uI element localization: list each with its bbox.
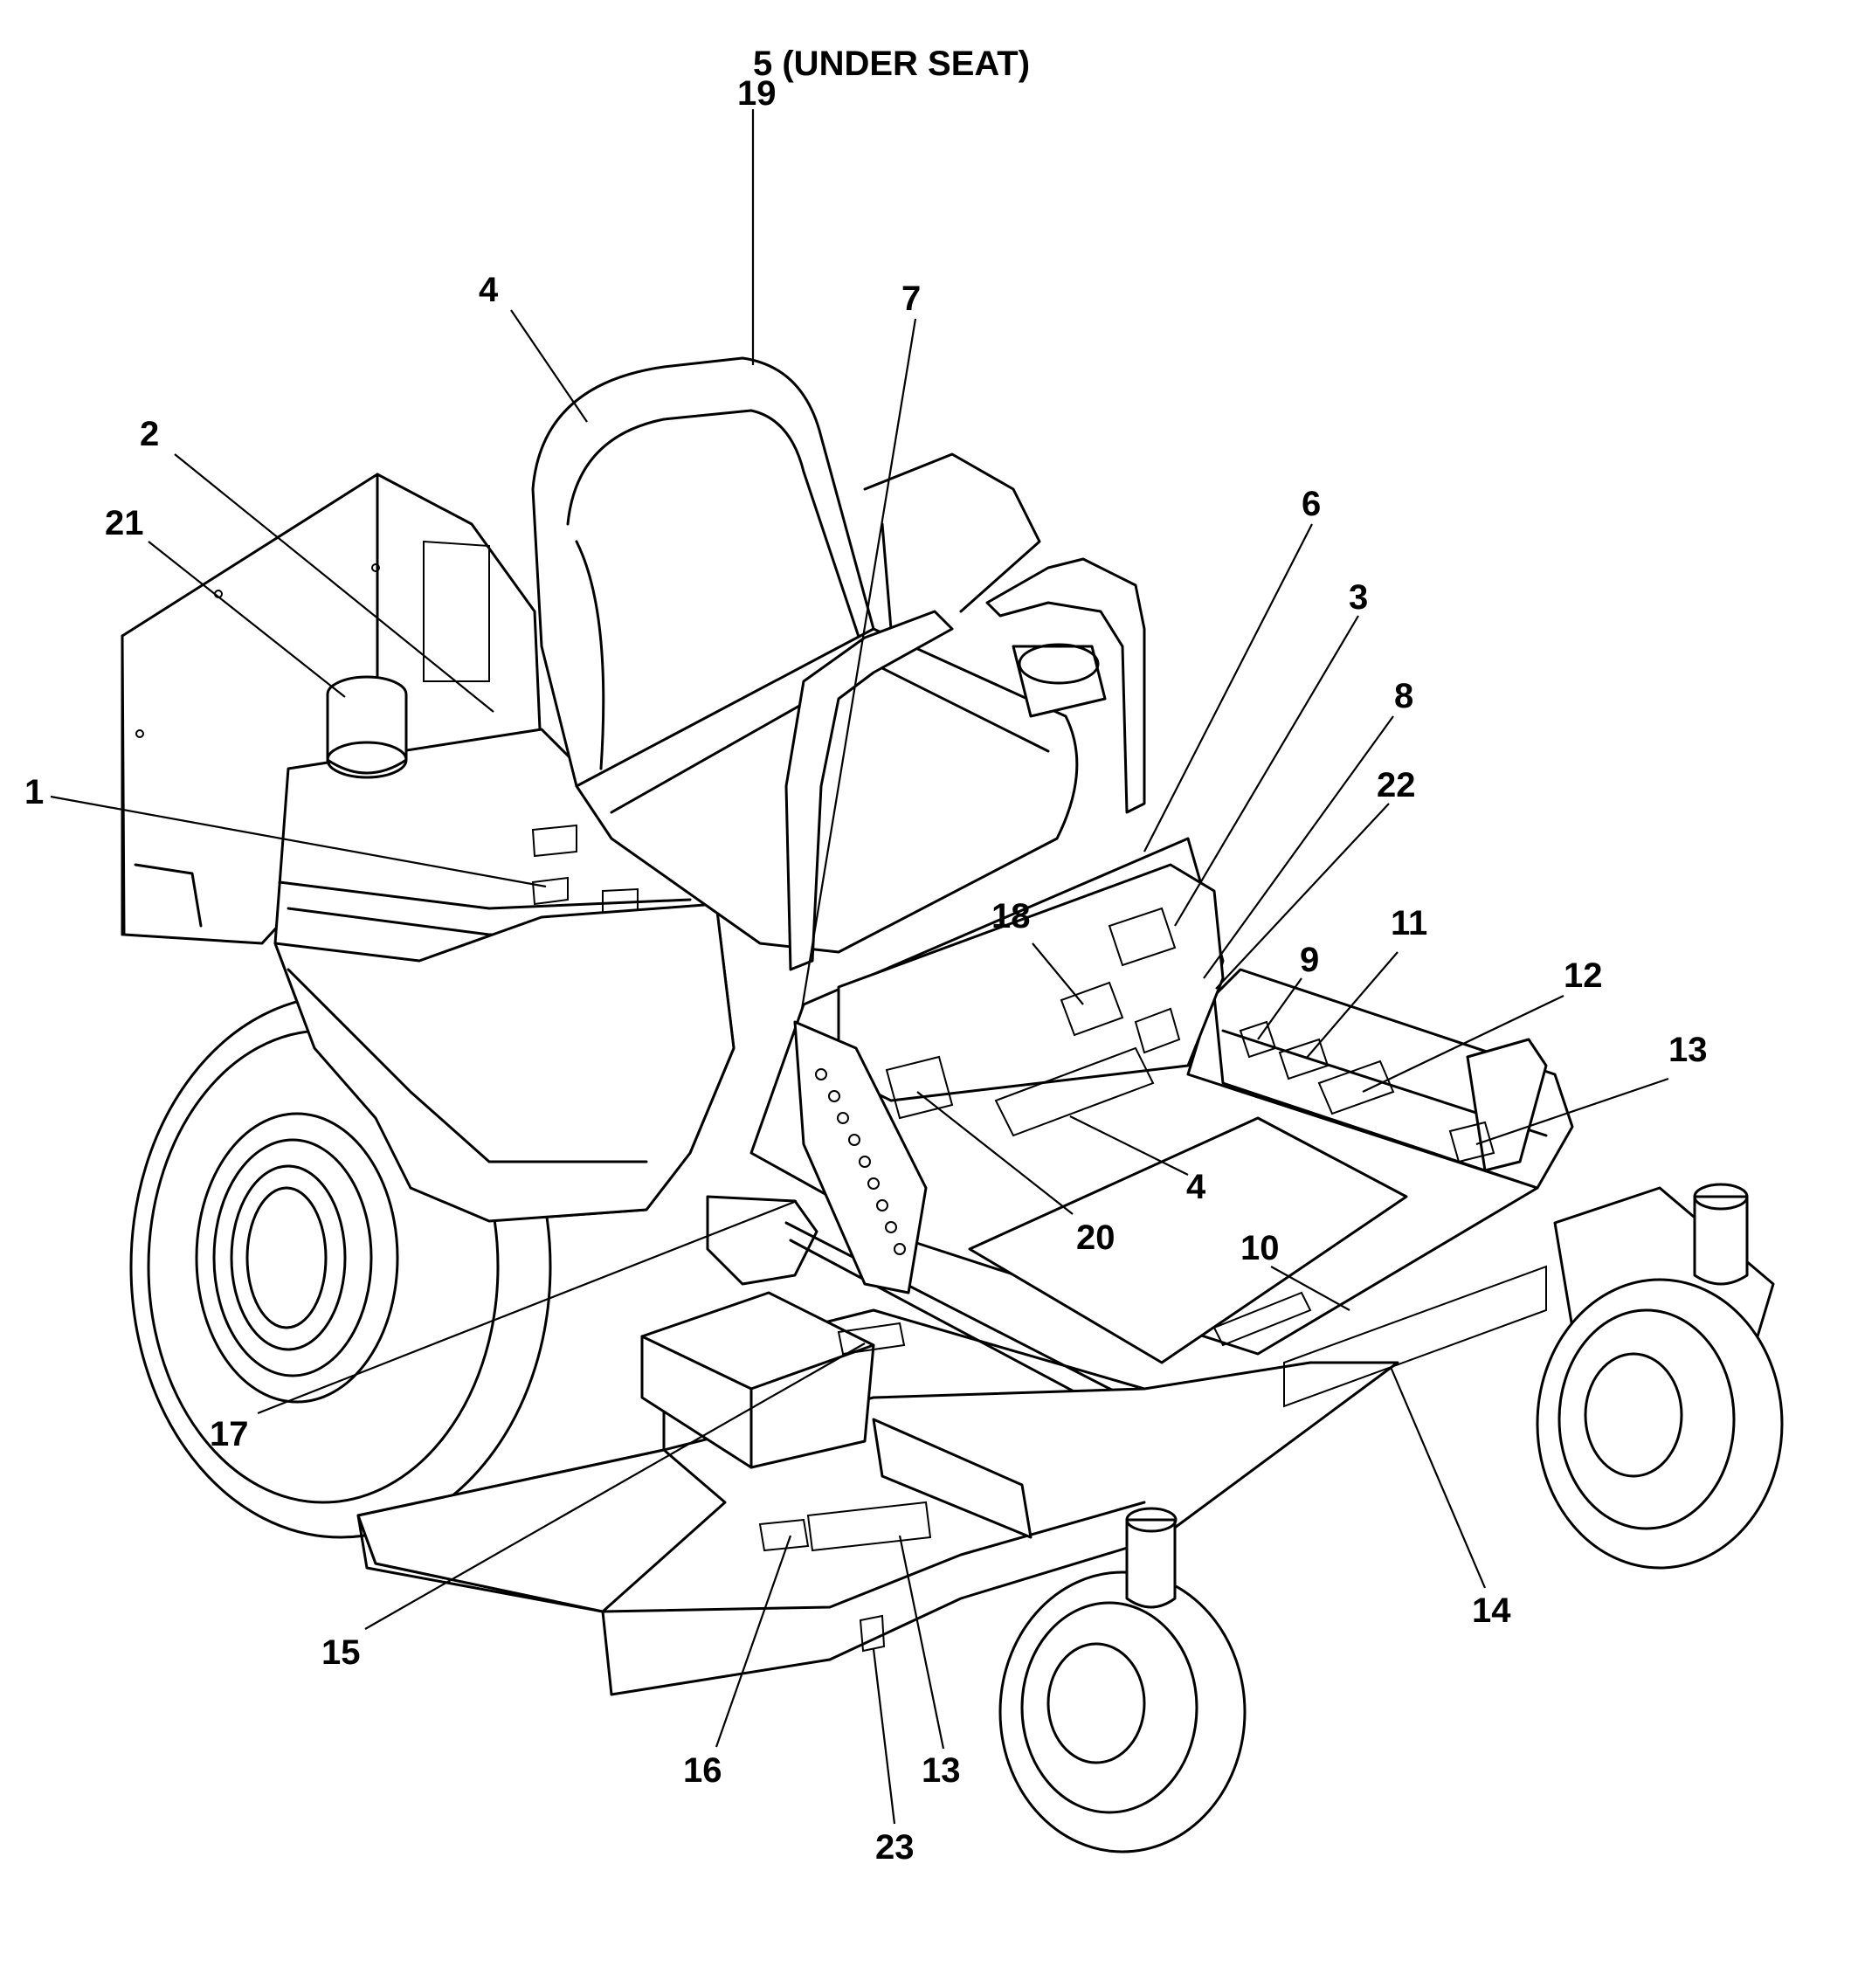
decal-23: [859, 1614, 886, 1653]
callout-11: 11: [1391, 904, 1427, 942]
callout-17: 17: [210, 1415, 249, 1453]
callout-2: 2: [140, 415, 159, 453]
leader-2: [174, 453, 494, 713]
callout-14: 14: [1472, 1591, 1511, 1630]
decal-13-right: [1448, 1121, 1495, 1163]
leader-17: [257, 1199, 798, 1415]
leader-23: [872, 1648, 896, 1825]
callout-3: 3: [1349, 578, 1368, 617]
callout-6: 6: [1302, 485, 1321, 523]
decal-22: [1134, 1007, 1181, 1054]
decal-1: [531, 876, 569, 906]
leader-18: [1032, 942, 1084, 1005]
deck-belt-cover: [640, 1291, 875, 1469]
leader-10: [1270, 1266, 1350, 1311]
leader-1: [50, 795, 547, 888]
callout-21: 21: [105, 504, 144, 542]
callout-labels: 5 (UNDER SEAT) 19 4 7 2 21 1 6 3 8 22 18…: [24, 45, 1708, 1867]
callout-8: 8: [1394, 677, 1413, 715]
decal-14: [1283, 1265, 1547, 1408]
callout-4-seat: 4: [479, 271, 499, 309]
right-front-wheel: [1536, 1278, 1784, 1570]
leader-9: [1257, 977, 1302, 1040]
callout-15: 15: [321, 1633, 361, 1672]
seat-cushion: [575, 627, 1079, 954]
discharge-chute: [356, 1448, 727, 1613]
callout-under-seat: 5 (UNDER SEAT): [753, 45, 1030, 83]
left-front-wheel: [998, 1570, 1247, 1853]
leader-14: [1389, 1366, 1487, 1589]
leader-12: [1362, 995, 1564, 1093]
callout-19: 19: [737, 74, 777, 113]
leader-16: [715, 1535, 792, 1748]
callout-7: 7: [901, 280, 921, 318]
leader-4-deck: [1069, 1115, 1189, 1176]
leader-13-right: [1475, 1077, 1669, 1146]
decal-13-front: [806, 1501, 932, 1552]
callout-18: 18: [991, 897, 1031, 935]
leader-6: [1143, 523, 1313, 852]
leader-22: [1215, 803, 1390, 990]
callout-23: 23: [875, 1828, 915, 1867]
decals: [531, 876, 1547, 1653]
leader-3: [1174, 615, 1359, 927]
callout-10: 10: [1240, 1229, 1280, 1267]
callout-16: 16: [683, 1751, 722, 1790]
decal-9: [1239, 1020, 1277, 1059]
leader-lines: [50, 109, 1669, 1825]
mower-line-drawing: [121, 356, 1784, 1853]
callout-20: 20: [1076, 1218, 1115, 1257]
decal-18: [1060, 981, 1124, 1037]
callout-12: 12: [1564, 956, 1603, 995]
leader-15: [364, 1343, 866, 1630]
callout-9: 9: [1300, 941, 1319, 979]
deck-lift-arm: [706, 1195, 818, 1286]
leader-21: [148, 541, 346, 698]
callout-13-right: 13: [1668, 1031, 1708, 1069]
decal-4-deck: [994, 1046, 1155, 1137]
leader-7: [800, 318, 917, 1010]
leader-11: [1305, 951, 1399, 1060]
decal-20: [885, 1055, 954, 1120]
right-control-lever: [985, 557, 1146, 814]
callout-1: 1: [24, 773, 44, 811]
callout-13-front: 13: [922, 1751, 961, 1790]
decal-15: [837, 1322, 906, 1356]
leader-4-seat: [510, 309, 588, 423]
left-control-lever: [784, 610, 954, 971]
decal-11: [1278, 1038, 1330, 1080]
leader-20: [916, 1091, 1074, 1215]
decal-3: [1108, 907, 1177, 967]
height-of-cut-plate: [793, 1020, 928, 1294]
leader-8: [1203, 715, 1394, 979]
decal-16: [758, 1518, 810, 1552]
leader-13-front: [898, 1535, 945, 1750]
callout-22: 22: [1377, 766, 1416, 804]
decal-12: [1317, 1060, 1395, 1115]
decal-10: [1212, 1291, 1312, 1347]
callout-4-deck: 4: [1186, 1168, 1206, 1206]
